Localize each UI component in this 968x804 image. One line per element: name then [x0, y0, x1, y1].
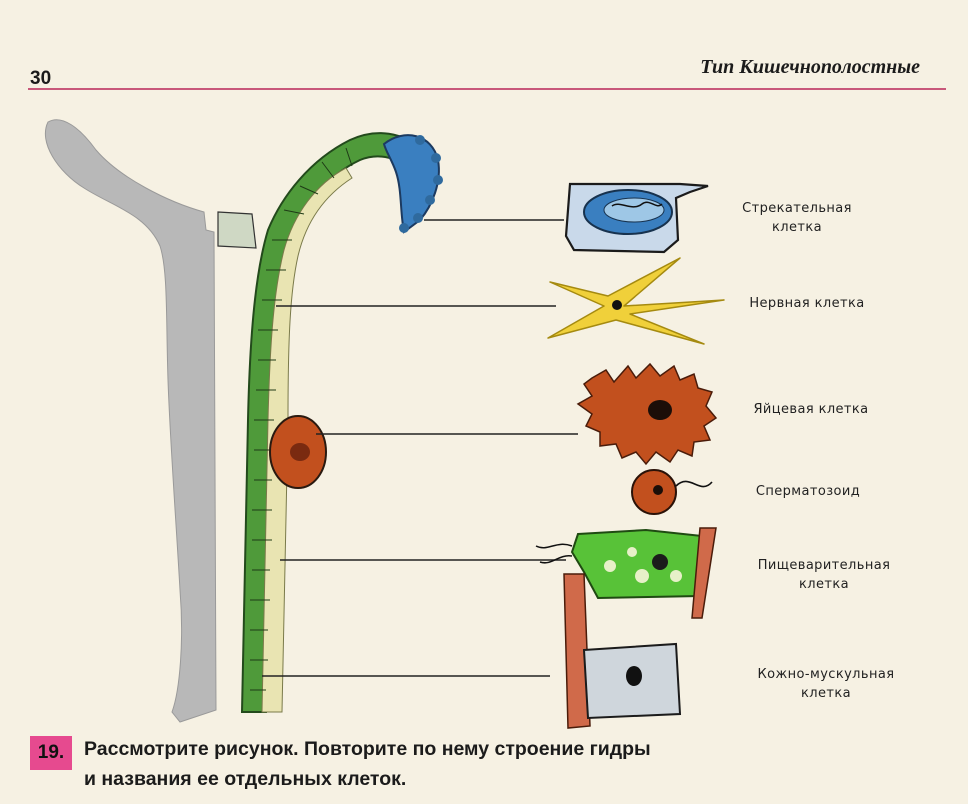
header-divider — [28, 88, 946, 90]
label-digestive-line2: клетка — [799, 577, 849, 592]
epithelial-muscular-cell — [563, 573, 682, 729]
nerve-cell — [547, 257, 725, 345]
label-stinging-line1: Стрекательная — [742, 201, 852, 216]
chapter-title: Тип Кишечнополостные — [700, 56, 920, 78]
label-digestive-line1: Пищеварительная — [757, 558, 891, 573]
label-sperm-line1: Сперматозоид — [755, 484, 861, 499]
caption-line-1: Рассмотрите рисунок. Повторите по нему с… — [84, 738, 651, 760]
label-nerve-cell: Нервная клетка — [722, 294, 892, 313]
digestive-cell — [535, 527, 717, 619]
label-muscular-line1: Кожно-мускульная — [757, 667, 895, 682]
tentacle-knobs — [399, 135, 443, 233]
pointer-lines — [262, 219, 578, 677]
body-wall-cells — [250, 147, 353, 691]
label-muscular-line2: клетка — [801, 686, 851, 701]
hypostome — [217, 211, 257, 249]
figure-number-badge: 19. — [30, 736, 72, 770]
hydra-silhouette — [44, 119, 217, 723]
label-spermatozoon: Сперматозоид — [728, 482, 888, 501]
egg-cell — [576, 362, 718, 466]
label-egg-cell: Яйцевая клетка — [726, 400, 896, 419]
label-epithelial-muscular-cell: Кожно-мускульная клетка — [736, 665, 916, 703]
ovary-nucleus — [290, 443, 310, 461]
label-nerve-line1: Нервная клетка — [749, 296, 865, 311]
stinging-cell — [564, 182, 709, 254]
page-number: 30 — [30, 68, 52, 89]
label-stinging-cell: Стрекательная клетка — [722, 199, 872, 237]
tentacle — [382, 134, 440, 234]
caption-line-2: и названия ее отдельных клеток. — [84, 768, 407, 790]
label-digestive-cell: Пищеварительная клетка — [734, 556, 914, 594]
label-stinging-line2: клетка — [772, 220, 822, 235]
spermatozoon — [631, 469, 713, 515]
figure-caption: Рассмотрите рисунок. Повторите по нему с… — [84, 734, 651, 794]
label-egg-line1: Яйцевая клетка — [753, 402, 869, 417]
